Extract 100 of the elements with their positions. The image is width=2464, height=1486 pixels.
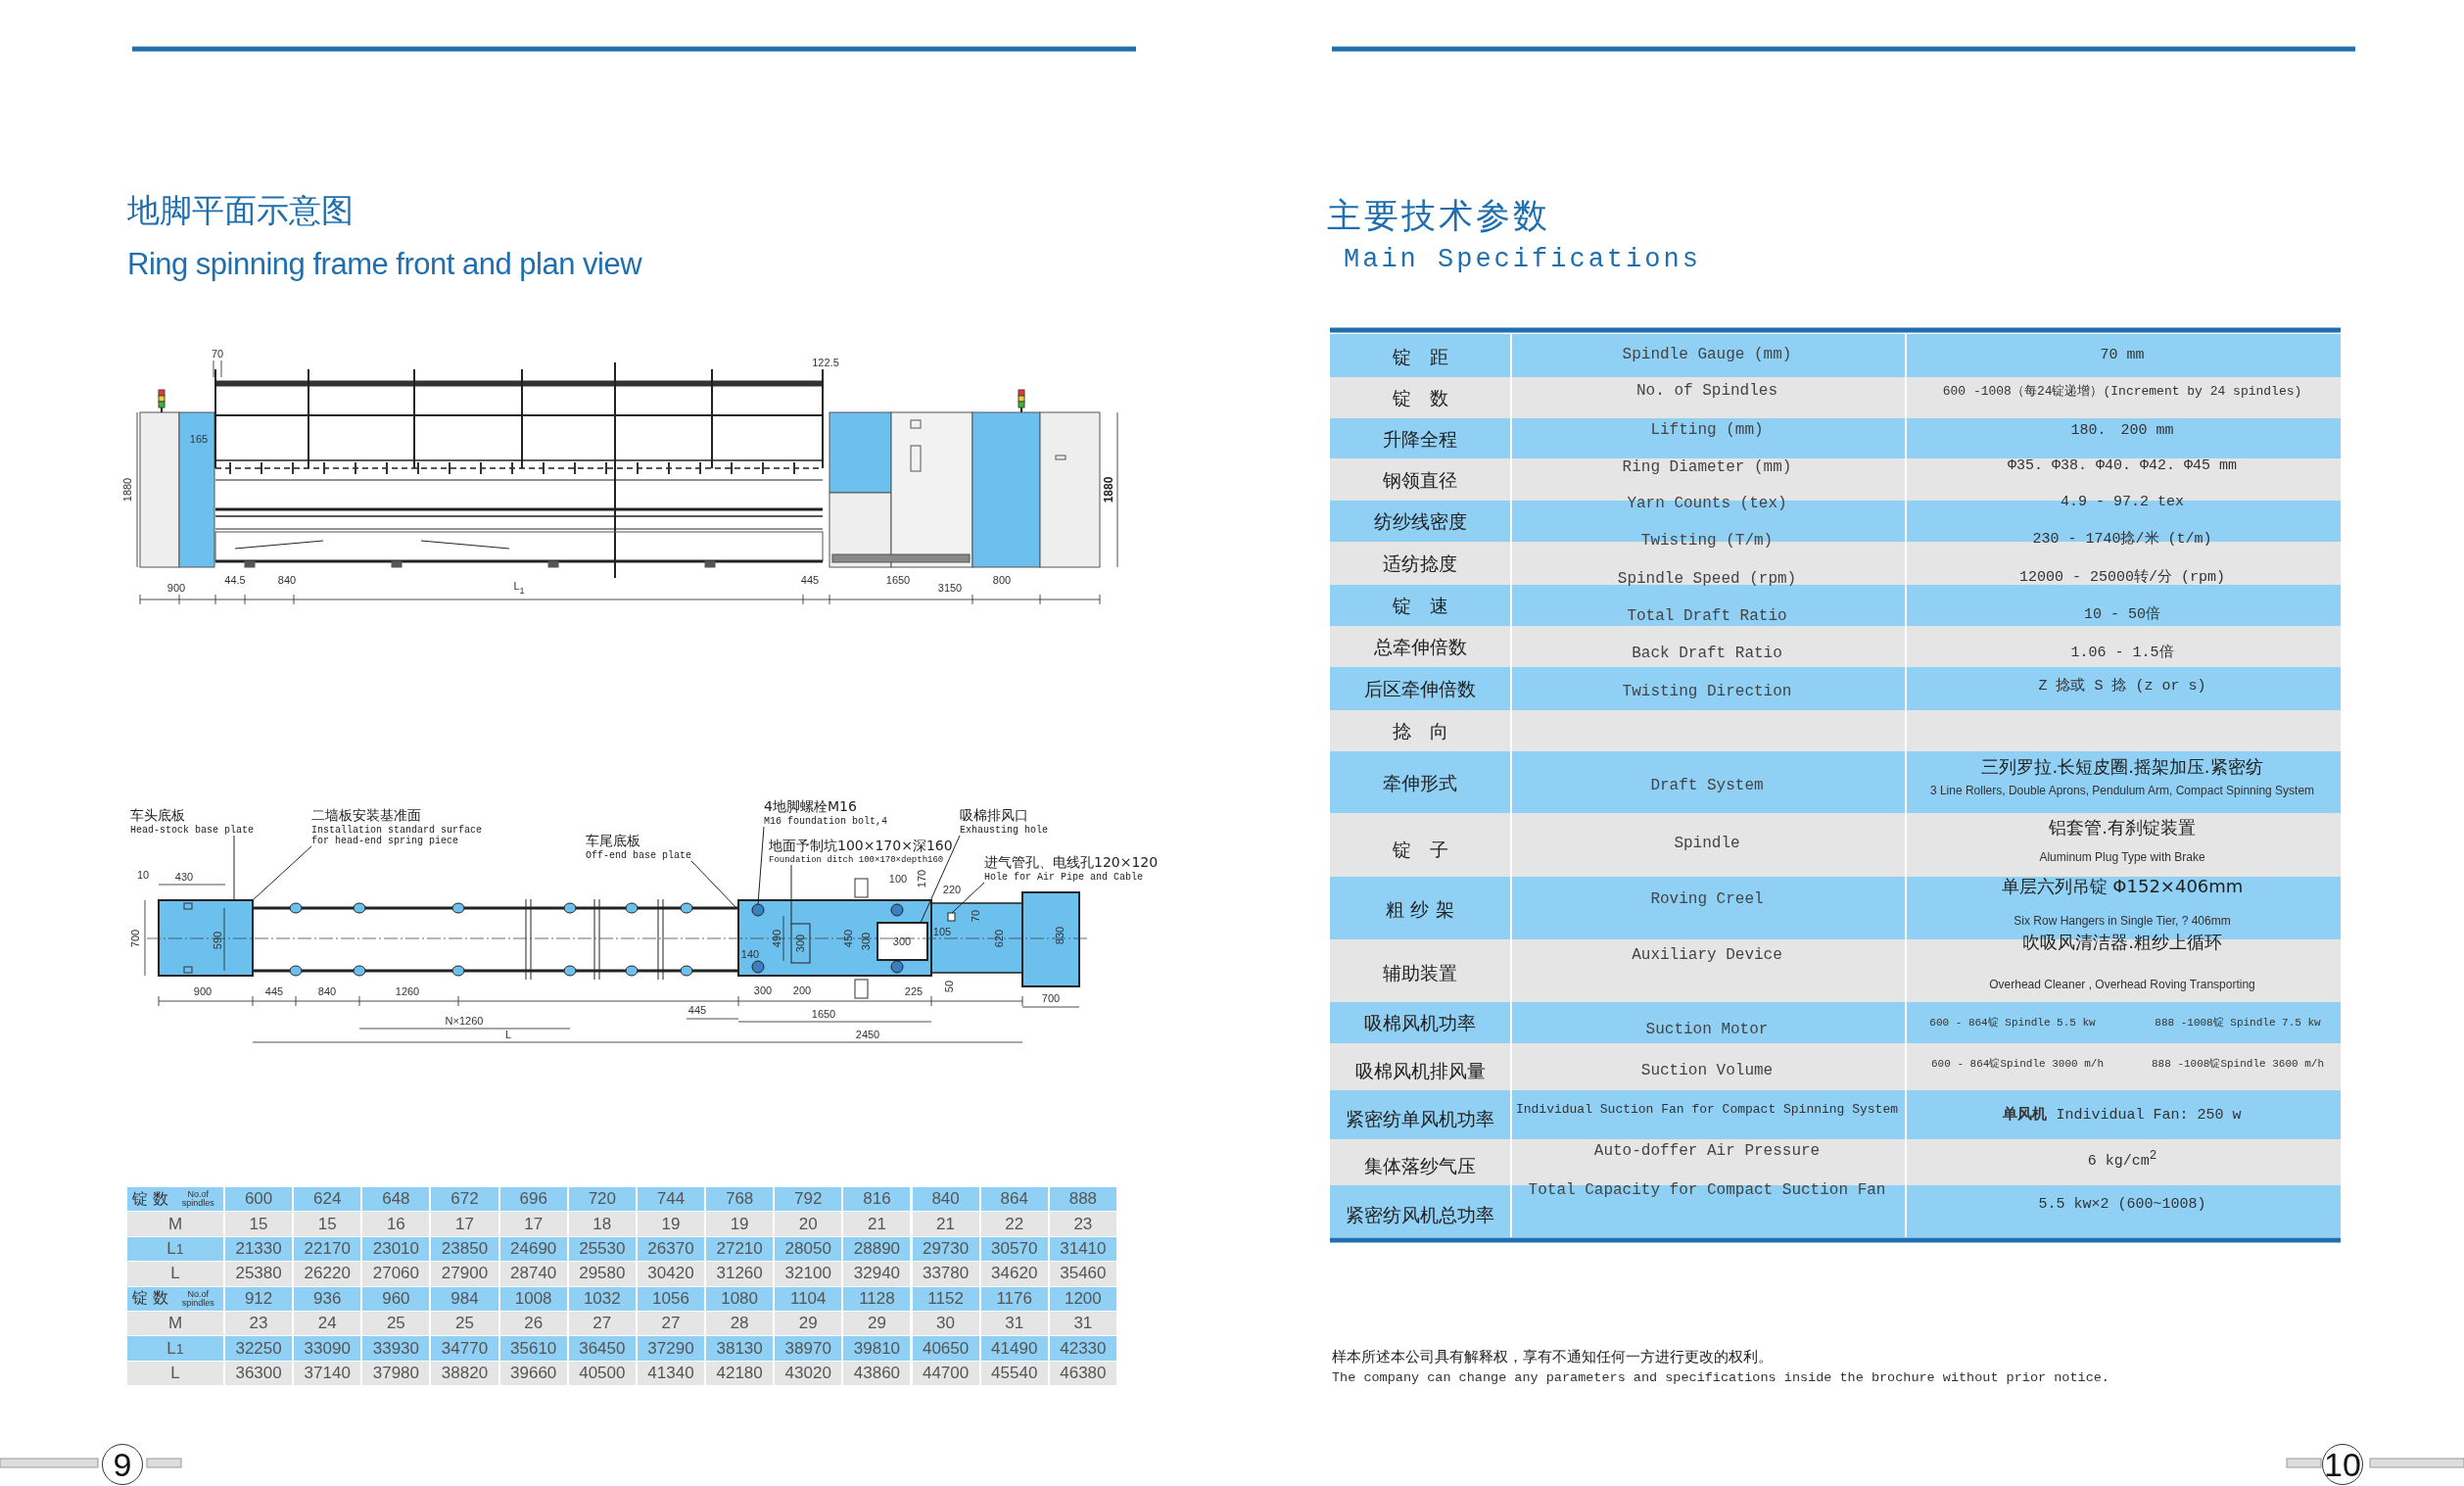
table-cell: 42330 xyxy=(1049,1336,1118,1362)
spec-value: 600 - 864锭 Spindle 5.5 kw xyxy=(1929,1016,2096,1030)
spec-label: 钢领直径 xyxy=(1383,469,1457,491)
dimension-label: 200 xyxy=(792,983,812,997)
table-cell: 25 xyxy=(362,1312,432,1337)
table-cell: 22 xyxy=(980,1212,1050,1237)
table-cell: 23 xyxy=(225,1312,295,1337)
spec-value: Overhead Cleaner , Overhead Roving Transporting xyxy=(1989,979,2255,992)
spec-label: 锭 距 xyxy=(1392,346,1448,367)
table-cell: 672 xyxy=(431,1187,500,1213)
dimension-label: 700 xyxy=(128,929,142,948)
table-cell: 27060 xyxy=(362,1262,432,1287)
dimension-label: 70 xyxy=(969,909,982,923)
table-cell: 23850 xyxy=(431,1236,500,1263)
spec-value: 600 -1008（每24锭递增）(Increment by 24 spindles) xyxy=(1942,384,2302,400)
dimension-label: 10 xyxy=(136,868,150,882)
spec-name: Twisting (T/m) xyxy=(1640,533,1774,551)
dimension-label: 840 xyxy=(317,984,337,998)
spec-label: 锭 速 xyxy=(1392,595,1448,616)
callout-text: 车头底板 xyxy=(130,807,186,825)
table-cell: 21 xyxy=(912,1212,981,1237)
spec-value: 230 - 1740捻/米 (t/m) xyxy=(2032,531,2212,549)
spec-name: Suction Volume xyxy=(1640,1063,1774,1080)
spec-value: Six Row Hangers in Single Tier, ? 406mm xyxy=(2014,915,2231,929)
dimension-label: 445 xyxy=(264,984,284,998)
table-cell: 38970 xyxy=(775,1336,844,1362)
table-cell: 43020 xyxy=(775,1361,844,1387)
table-cell: M xyxy=(127,1312,225,1337)
table-cell: L xyxy=(127,1262,225,1287)
leader-line xyxy=(790,864,792,925)
base-plate xyxy=(737,899,932,977)
spec-name: Auto-doffer Air Pressure xyxy=(1593,1143,1821,1161)
dimension-label: 70 xyxy=(211,347,224,360)
table-cell: 37140 xyxy=(294,1361,363,1387)
table-cell: 888 xyxy=(1049,1187,1118,1213)
table-cell: 28740 xyxy=(499,1262,569,1287)
spec-label: 辅助装置 xyxy=(1383,962,1457,983)
table-cell: 624 xyxy=(294,1187,363,1213)
table-cell: 15 xyxy=(294,1212,363,1237)
callout-text: Off-end base plate xyxy=(586,850,692,861)
heading: 主要技术参数 xyxy=(1327,196,1550,235)
dimension-label: 225 xyxy=(904,984,924,998)
table-cell: 1080 xyxy=(706,1286,776,1312)
dimension-label: 1260 xyxy=(395,984,420,998)
table-cell: 25 xyxy=(431,1312,500,1337)
spec-value: 三列罗拉.长短皮圈.摇架加压.紧密纺 xyxy=(1981,757,2263,777)
spec-name: Ring Diameter (mm) xyxy=(1622,459,1792,477)
table-cell: 648 xyxy=(362,1187,432,1213)
table-cell: 38130 xyxy=(706,1336,776,1362)
spec-name: Individual Suction Fan for Compact Spinning System xyxy=(1515,1102,1899,1118)
cable-hole xyxy=(947,912,956,922)
dimension-label: 100 xyxy=(888,872,908,886)
spec-name: Lifting (mm) xyxy=(1650,422,1764,440)
dimension-label: 430 xyxy=(174,870,194,884)
spec-value: Aluminum Plug Type with Brake xyxy=(2039,851,2205,865)
dimension-label: N×1260 xyxy=(445,1014,484,1028)
page-number: 9 xyxy=(102,1444,143,1485)
table-cell: 816 xyxy=(843,1187,913,1213)
table-cell: 912 xyxy=(225,1286,295,1312)
table-cell: 27 xyxy=(568,1312,638,1337)
dimension-label: 300 xyxy=(892,935,912,948)
table-cell: 25380 xyxy=(225,1262,295,1287)
spec-label: 锭 子 xyxy=(1392,839,1448,860)
callout-text: Foundation ditch 100×170×depth160 xyxy=(769,855,945,865)
table-cell: 936 xyxy=(294,1286,363,1312)
table-cell: 720 xyxy=(568,1187,638,1213)
base-plate xyxy=(158,899,254,977)
callout-text: M16 foundation bolt,4 xyxy=(764,816,888,827)
table-cell: 16 xyxy=(362,1212,432,1237)
callout-text: 二墙板安装基准面 xyxy=(311,807,422,825)
table-header-text: No.of spindles xyxy=(180,1289,215,1308)
bolt-hole xyxy=(751,903,765,917)
callout-text: 进气管孔、电线孔120×120 xyxy=(984,854,1159,872)
dimension-label: 900 xyxy=(166,581,186,595)
spec-name: Roving Creel xyxy=(1650,891,1764,909)
callout-text: Head-stock base plate xyxy=(130,825,255,836)
table-cell: 41490 xyxy=(980,1336,1050,1362)
table-cell: 1104 xyxy=(775,1286,844,1312)
table-cell: 28050 xyxy=(775,1236,844,1263)
table-cell: 33930 xyxy=(362,1336,432,1362)
dimension-label: 122.5 xyxy=(812,356,839,369)
pit-outline xyxy=(790,923,811,964)
table-cell: 33780 xyxy=(912,1262,981,1287)
table-header-text: 锭 数 xyxy=(131,1188,168,1210)
table-cell: 29730 xyxy=(912,1236,981,1263)
spec-name: Spindle Gauge (mm) xyxy=(1622,347,1792,364)
dimension-label: 830 xyxy=(1053,926,1066,945)
spec-value: 888 -1008锭Spindle 3600 m/h xyxy=(2152,1057,2324,1071)
leader-line xyxy=(233,835,235,901)
callout-text: 地面予制坑100×170×深160 xyxy=(769,838,953,855)
dimension-label: 2450 xyxy=(855,1028,880,1041)
table-cell: 840 xyxy=(912,1187,981,1213)
spec-value: 6 kg/cm$^{2}$ xyxy=(2087,1149,2157,1171)
spec-label: 后区牵伸倍数 xyxy=(1364,678,1476,699)
spec-label: 紧密纺单风机功率 xyxy=(1346,1108,1494,1129)
table-cell: 39810 xyxy=(843,1336,913,1362)
table-cell: 26 xyxy=(499,1312,569,1337)
dimension-label: 1650 xyxy=(885,573,911,587)
table-cell: 768 xyxy=(706,1187,776,1213)
spec-value: Φ35. Φ38. Φ40. Φ42. Φ45 mm xyxy=(2008,457,2237,475)
